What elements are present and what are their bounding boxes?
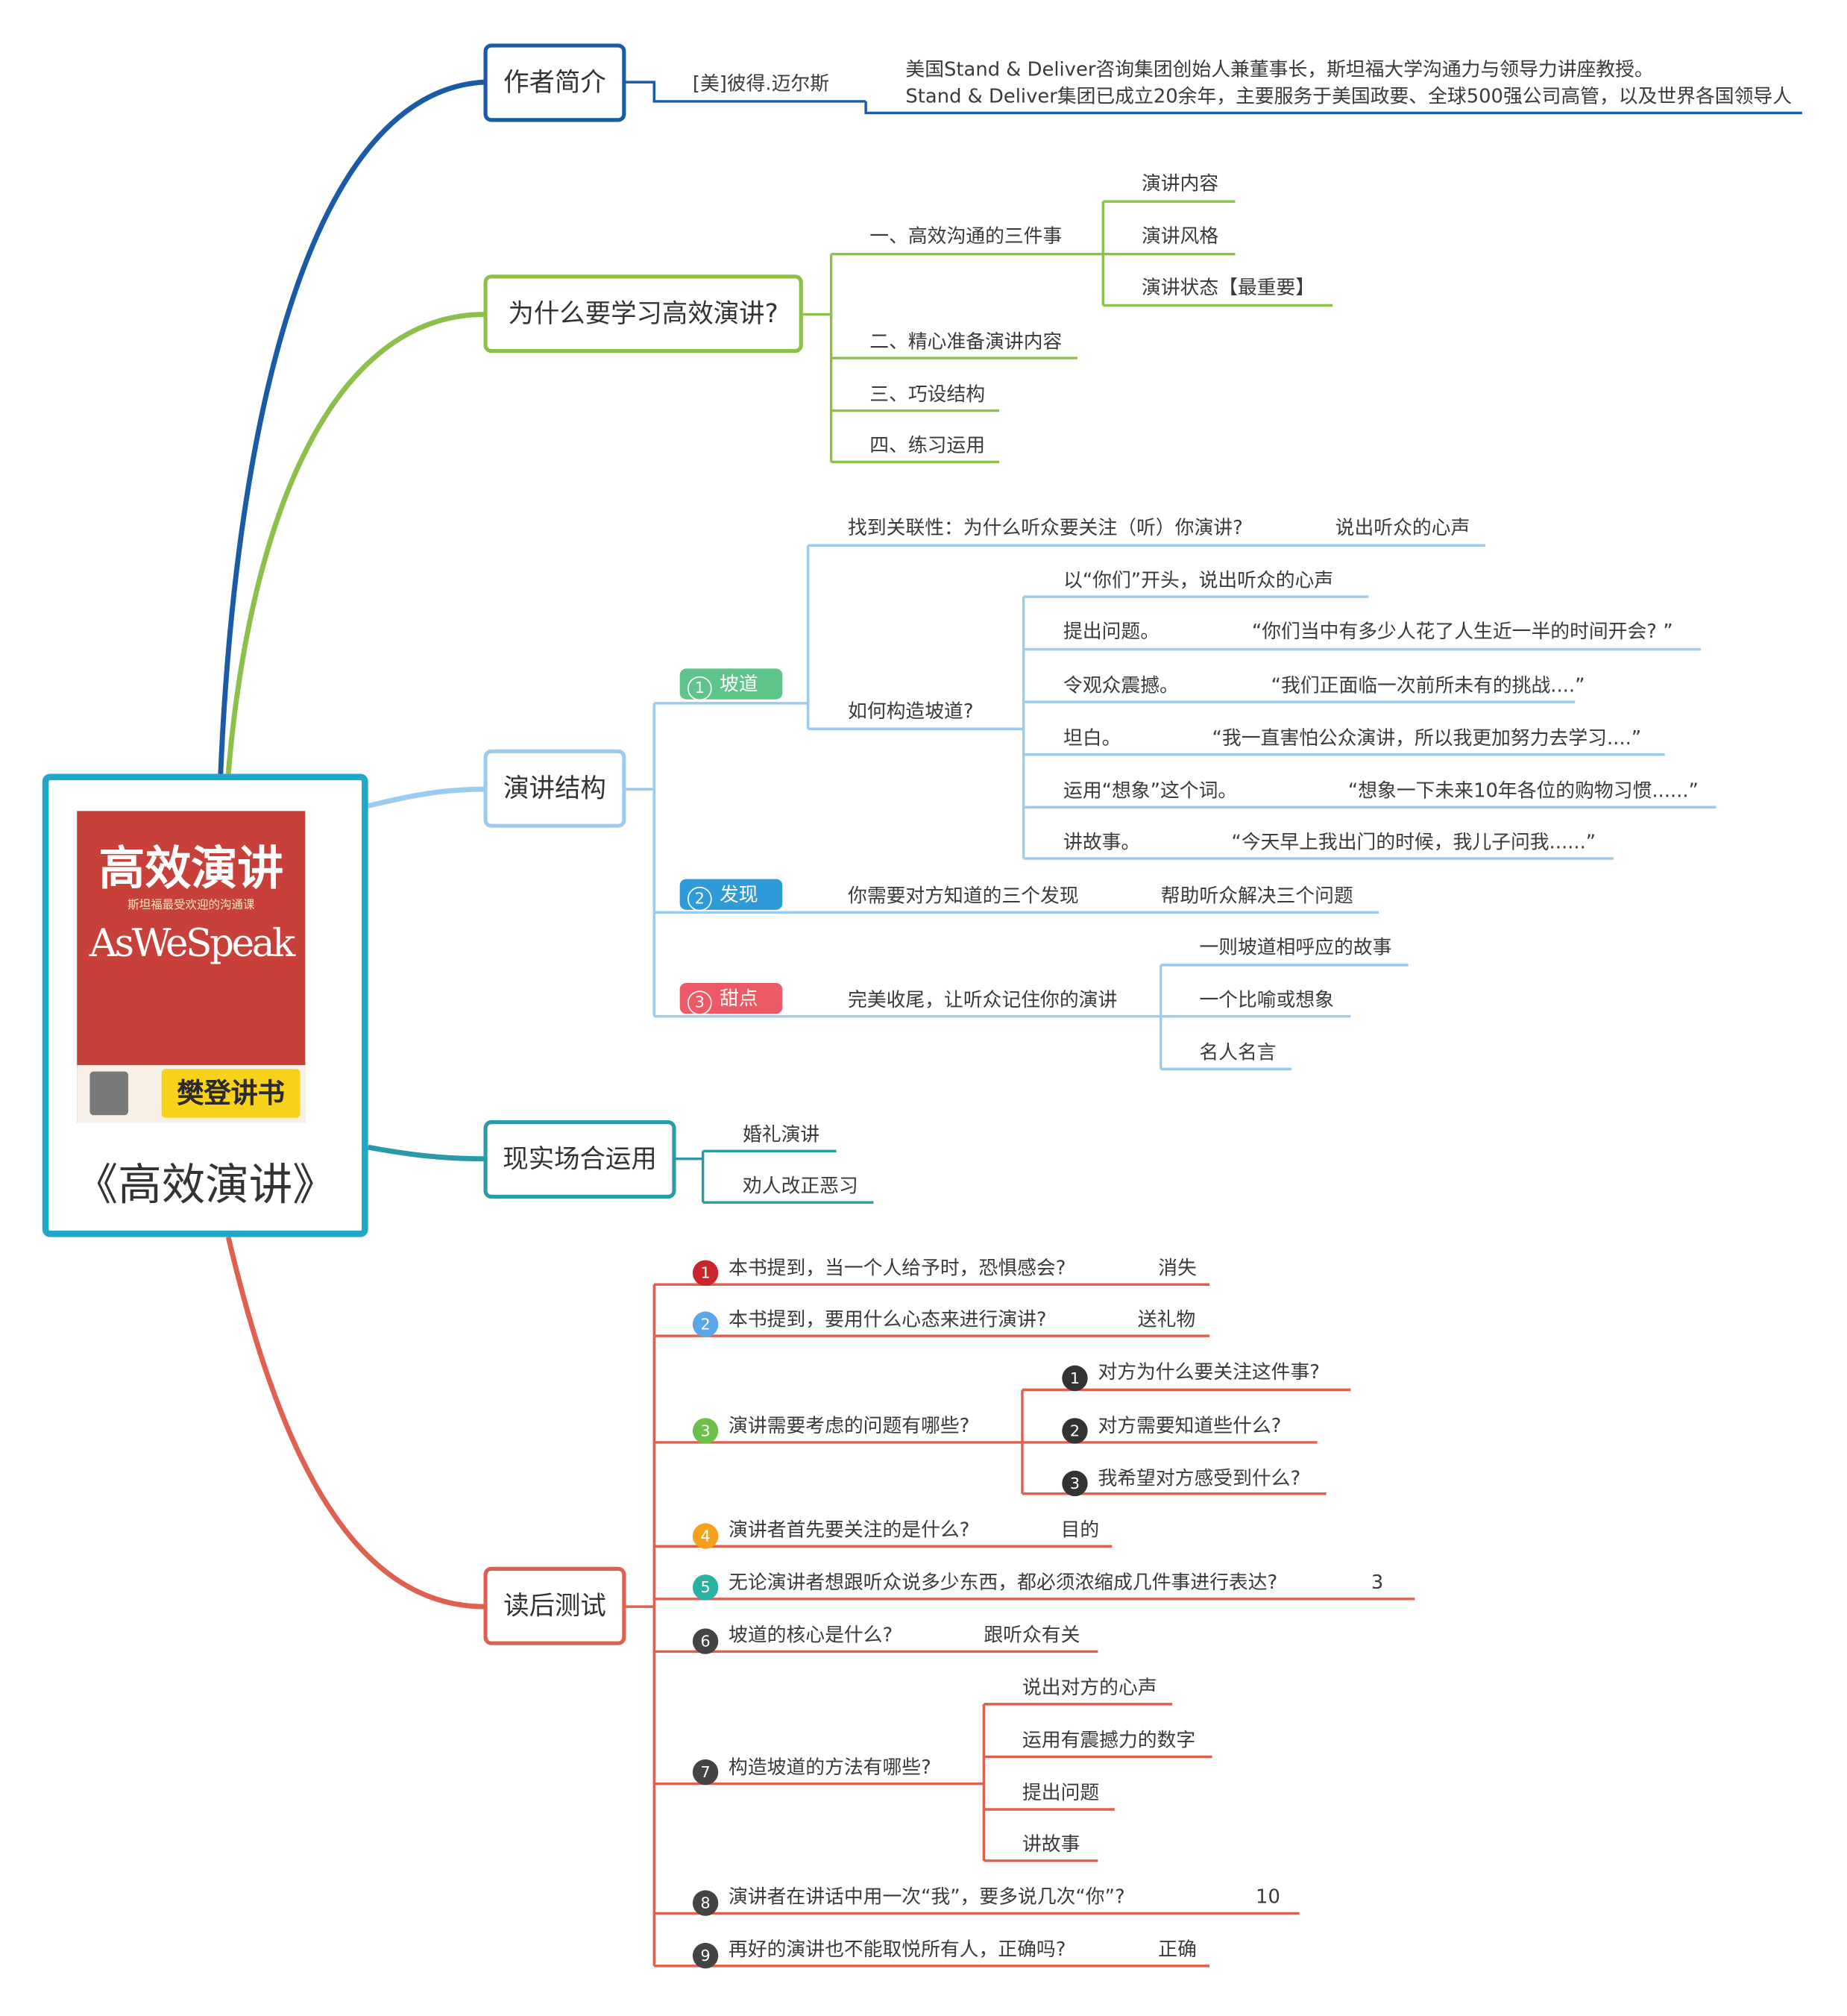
- why-b1[interactable]: 一、高效沟通的三件事: [869, 224, 1063, 248]
- method-key[interactable]: 运用“想象”这个词。: [1063, 779, 1238, 803]
- how-ramp[interactable]: 如何构造坡道?: [848, 699, 974, 723]
- why-b1-item[interactable]: 演讲风格: [1141, 224, 1219, 248]
- method-example[interactable]: “今天早上我出门的时候，我儿子问我......”: [1231, 830, 1596, 854]
- quiz-q7-item[interactable]: 讲故事: [1022, 1832, 1080, 1856]
- quiz-answer[interactable]: 消失: [1158, 1256, 1197, 1280]
- quiz-question[interactable]: 演讲者首先要关注的是什么?: [729, 1518, 970, 1542]
- quiz-question[interactable]: 坡道的核心是什么?: [729, 1623, 893, 1647]
- quiz-answer[interactable]: 目的: [1060, 1518, 1100, 1542]
- cover-brand: 樊登讲书: [161, 1069, 301, 1118]
- quiz-number: 9: [692, 1942, 719, 1969]
- dessert-item[interactable]: 一则坡道相呼应的故事: [1199, 935, 1392, 959]
- quiz-number: 7: [692, 1759, 719, 1786]
- quiz-question[interactable]: 构造坡道的方法有哪些?: [729, 1755, 931, 1779]
- branch-real[interactable]: 现实场合运用: [483, 1120, 676, 1199]
- why-b1-item[interactable]: 演讲内容: [1141, 172, 1219, 195]
- branch-author[interactable]: 作者简介: [483, 43, 626, 122]
- quiz-q3-item[interactable]: 对方需要知道些什么?: [1098, 1414, 1282, 1438]
- dessert-item[interactable]: 名人名言: [1199, 1040, 1277, 1064]
- quiz-number: 8: [692, 1890, 719, 1916]
- branch-quiz[interactable]: 读后测试: [483, 1566, 626, 1645]
- quiz-number: 2: [692, 1311, 719, 1337]
- relevance[interactable]: 找到关联性：为什么听众要关注（听）你演讲?: [848, 515, 1243, 539]
- book-cover-image: 高效演讲 斯坦福最受欢迎的沟通课 AsWeSpeak 樊登讲书: [77, 811, 306, 1123]
- quiz-answer[interactable]: 3: [1371, 1570, 1384, 1594]
- method-example[interactable]: “我一直害怕公众演讲，所以我更加努力去学习....”: [1212, 726, 1642, 750]
- quiz-question[interactable]: 本书提到，要用什么心态来进行演讲?: [729, 1307, 1047, 1331]
- cover-band: 樊登讲书: [77, 1065, 306, 1123]
- author-name[interactable]: [美]彼得.迈尔斯: [692, 72, 830, 95]
- branch-why[interactable]: 为什么要学习高效演讲?: [483, 274, 803, 354]
- quiz-question[interactable]: 演讲需要考虑的问题有哪些?: [729, 1414, 970, 1438]
- quiz-subnumber: 3: [1062, 1470, 1088, 1497]
- cover-subtitle: 斯坦福最受欢迎的沟通课: [128, 899, 255, 913]
- tag-number: 3: [687, 990, 712, 1015]
- method-key[interactable]: 以“你们”开头，说出听众的心声: [1063, 568, 1334, 592]
- quiz-question[interactable]: 无论演讲者想跟听众说多少东西，都必须浓缩成几件事进行表达?: [729, 1570, 1278, 1594]
- tag-label: 甜点: [720, 987, 758, 1011]
- quiz-answer[interactable]: 跟听众有关: [984, 1623, 1080, 1647]
- dessert-item[interactable]: 一个比喻或想象: [1199, 987, 1334, 1011]
- method-example[interactable]: “想象一下未来10年各位的购物习惯......”: [1347, 779, 1699, 803]
- quiz-q7-item[interactable]: 运用有震撼力的数字: [1022, 1728, 1196, 1752]
- author-line1[interactable]: 美国Stand & Deliver咨询集团创始人兼董事长，斯坦福大学沟通力与领导…: [905, 57, 1654, 81]
- tag-number: 1: [687, 676, 712, 701]
- center-node[interactable]: 高效演讲 斯坦福最受欢迎的沟通课 AsWeSpeak 樊登讲书 《高效演讲》: [42, 773, 368, 1237]
- method-key[interactable]: 令观众震撼。: [1063, 673, 1179, 697]
- real-item[interactable]: 劝人改正恶习: [742, 1174, 858, 1198]
- quiz-question[interactable]: 再好的演讲也不能取悦所有人，正确吗?: [729, 1938, 1066, 1962]
- tag-label: 坡道: [720, 672, 758, 696]
- quiz-subnumber: 1: [1062, 1365, 1088, 1392]
- quiz-number: 1: [692, 1260, 719, 1287]
- center-title: 《高效演讲》: [74, 1160, 336, 1212]
- quiz-answer[interactable]: 正确: [1158, 1938, 1197, 1962]
- why-b1-item[interactable]: 演讲状态【最重要】: [1141, 275, 1315, 299]
- cover-aws: AsWeSpeak: [89, 921, 296, 967]
- why-b4[interactable]: 四、练习运用: [869, 433, 986, 457]
- why-b3[interactable]: 三、巧设结构: [869, 382, 986, 406]
- quiz-question[interactable]: 演讲者在讲话中用一次“我”，要多说几次“你”?: [729, 1885, 1125, 1909]
- tag-discover[interactable]: 2 发现: [679, 879, 783, 911]
- branch-structure[interactable]: 演讲结构: [483, 749, 626, 828]
- tag-label: 发现: [720, 882, 758, 906]
- tag-number: 2: [687, 886, 712, 911]
- dessert[interactable]: 完美收尾，让听众记住你的演讲: [848, 987, 1118, 1011]
- quiz-subnumber: 2: [1062, 1418, 1088, 1444]
- real-item[interactable]: 婚礼演讲: [742, 1122, 820, 1146]
- cover-title: 高效演讲: [98, 841, 284, 896]
- relevance-answer[interactable]: 说出听众的心声: [1335, 515, 1470, 539]
- why-b2[interactable]: 二、精心准备演讲内容: [869, 330, 1063, 354]
- discover[interactable]: 你需要对方知道的三个发现: [848, 884, 1079, 908]
- quiz-q7-item[interactable]: 说出对方的心声: [1022, 1676, 1157, 1700]
- quiz-number: 6: [692, 1628, 719, 1654]
- method-example[interactable]: “我们正面临一次前所未有的挑战....”: [1271, 673, 1585, 697]
- tag-ramp[interactable]: 1 坡道: [679, 668, 783, 701]
- method-key[interactable]: 提出问题。: [1063, 620, 1160, 644]
- quiz-q7-item[interactable]: 提出问题: [1022, 1781, 1100, 1805]
- quiz-answer[interactable]: 送礼物: [1137, 1307, 1196, 1331]
- quiz-number: 5: [692, 1574, 719, 1601]
- quiz-number: 4: [692, 1523, 719, 1549]
- method-example[interactable]: “你们当中有多少人花了人生近一半的时间开会? ”: [1251, 620, 1673, 644]
- discover-answer[interactable]: 帮助听众解决三个问题: [1160, 884, 1353, 908]
- author-photo: [89, 1071, 129, 1116]
- quiz-answer[interactable]: 10: [1256, 1885, 1280, 1909]
- method-key[interactable]: 讲故事。: [1063, 830, 1141, 854]
- quiz-q3-item[interactable]: 对方为什么要关注这件事?: [1098, 1360, 1320, 1384]
- method-key[interactable]: 坦白。: [1063, 726, 1121, 750]
- quiz-question[interactable]: 本书提到，当一个人给予时，恐惧感会?: [729, 1256, 1066, 1280]
- quiz-number: 3: [692, 1418, 719, 1444]
- author-line2[interactable]: Stand & Deliver集团已成立20余年，主要服务于美国政要、全球500…: [905, 84, 1793, 108]
- quiz-q3-item[interactable]: 我希望对方感受到什么?: [1098, 1466, 1301, 1490]
- tag-dessert[interactable]: 3 甜点: [679, 982, 783, 1015]
